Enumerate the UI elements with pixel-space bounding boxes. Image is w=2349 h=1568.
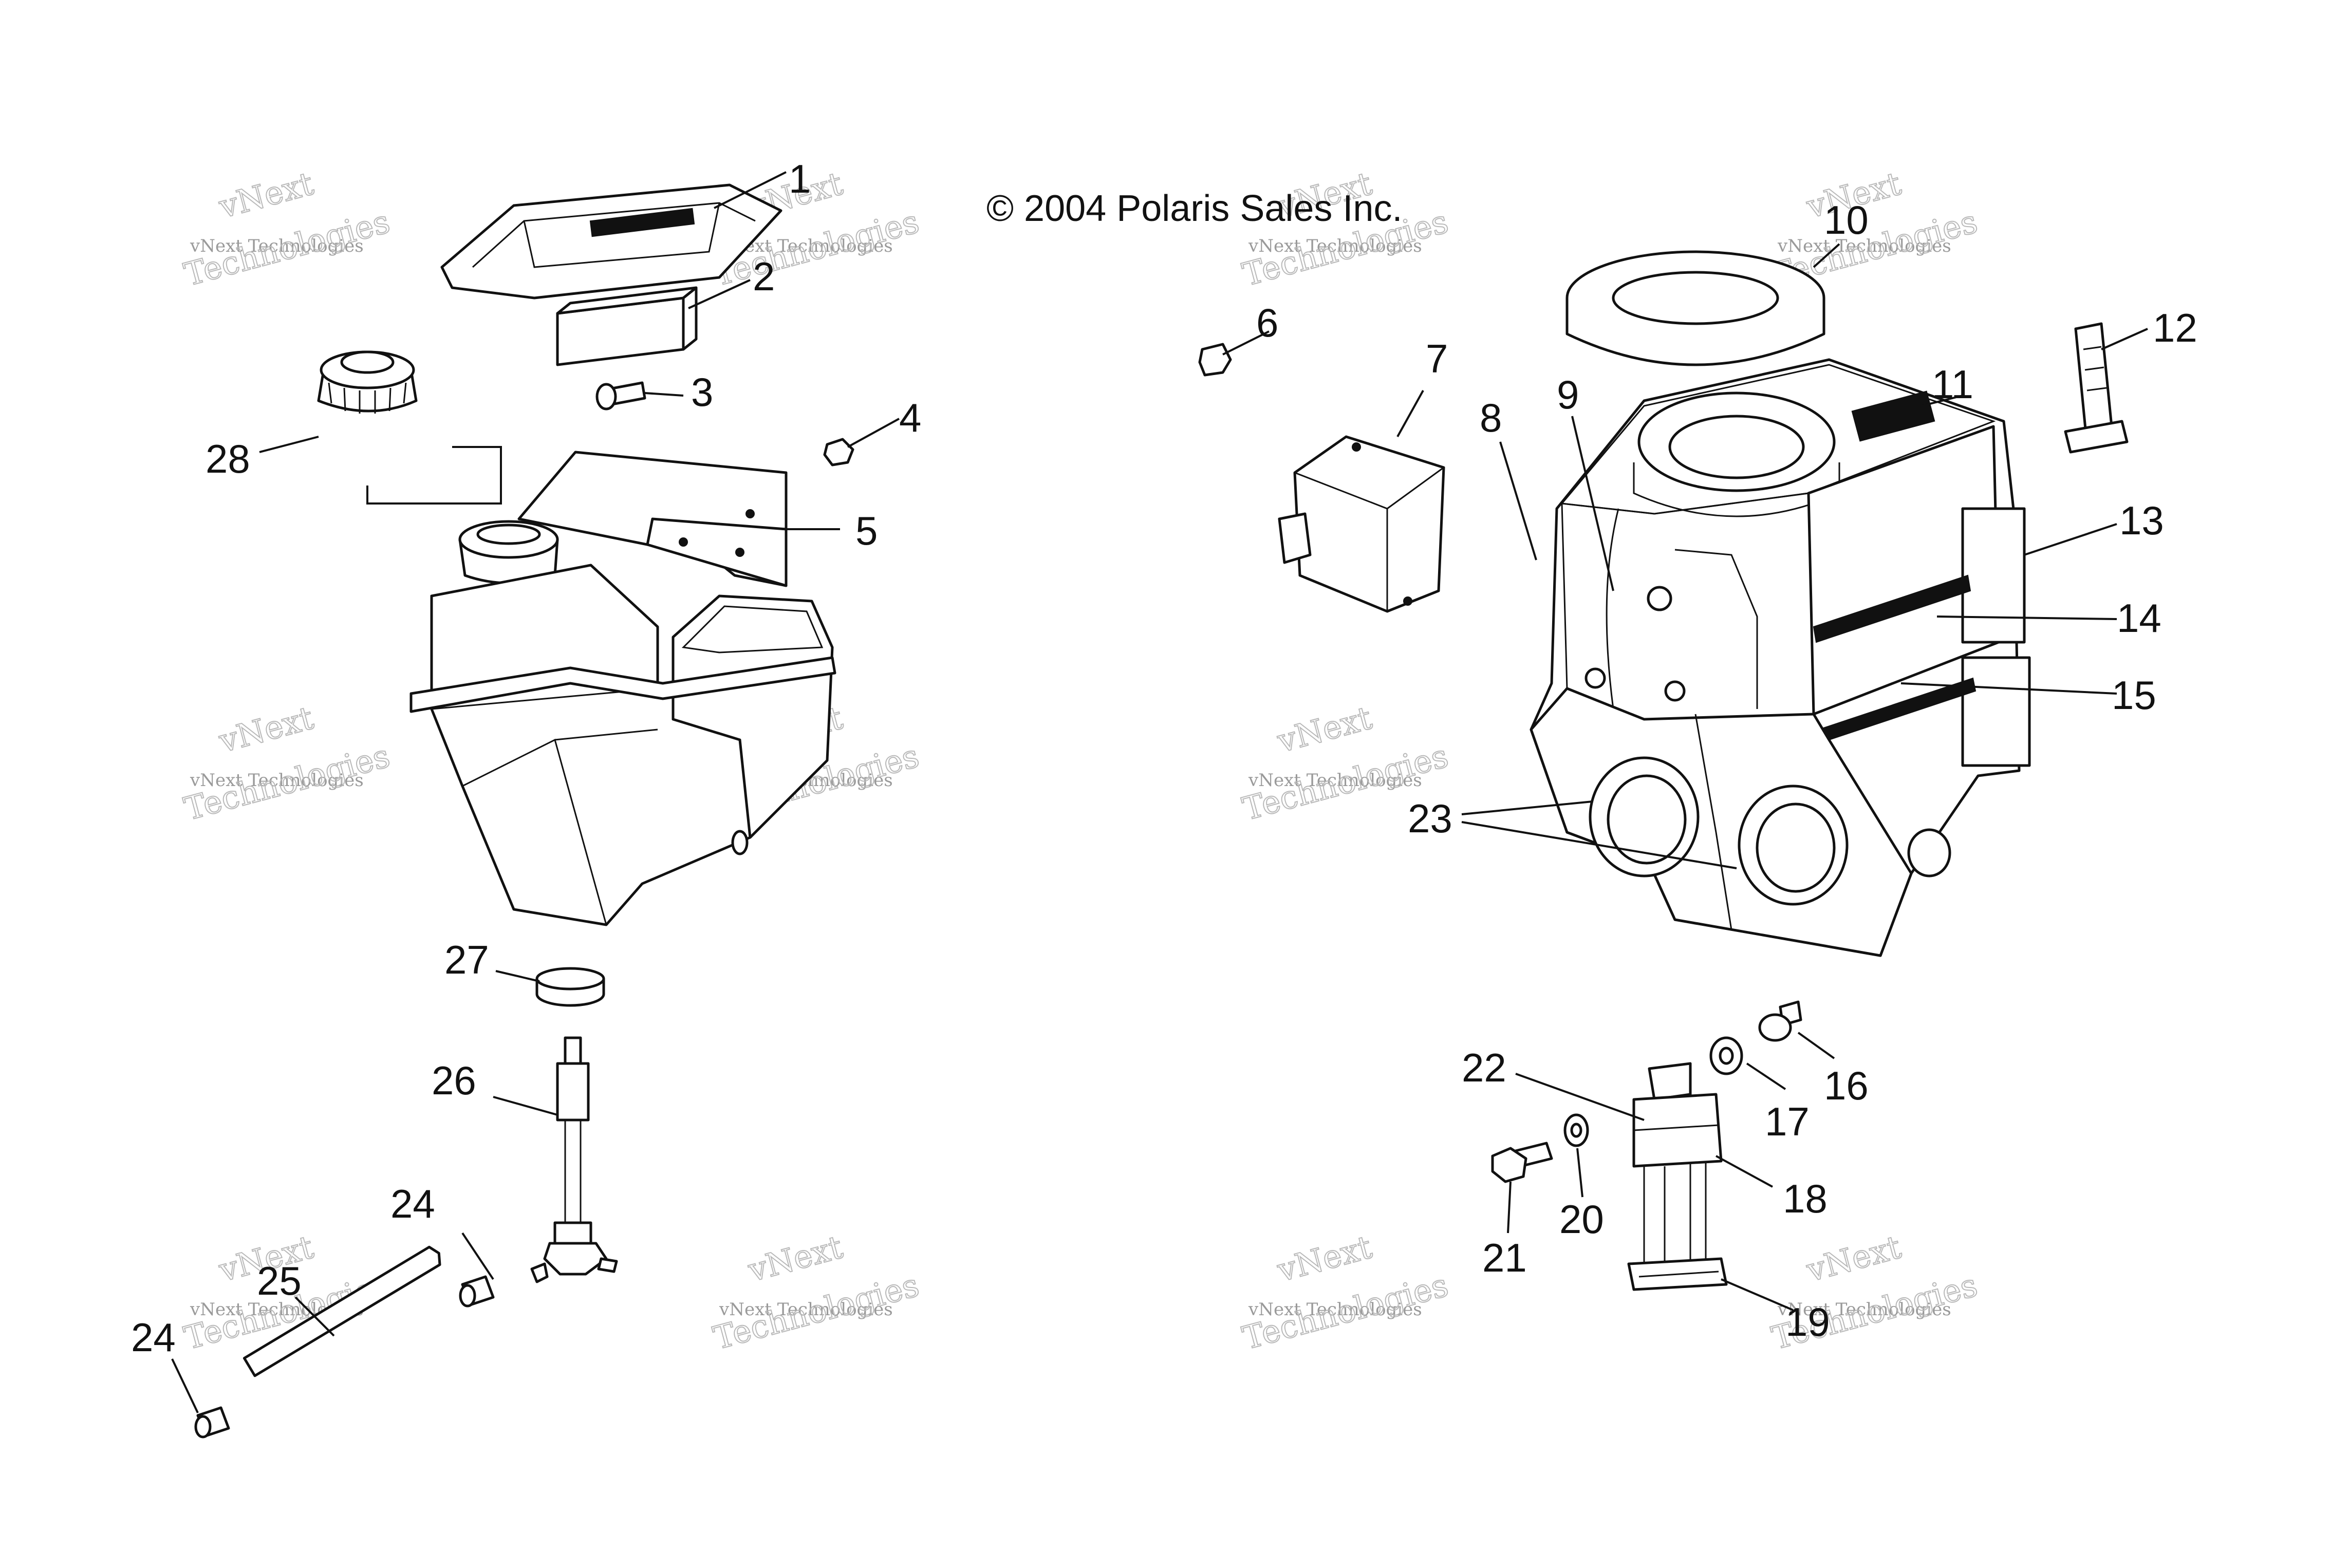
cap-bracket-line: [366, 446, 502, 505]
screw-6-part: [1198, 343, 1232, 377]
module-7-part: [1278, 435, 1445, 613]
callout-17: 17: [1765, 1099, 1810, 1144]
callout-14: 14: [2117, 595, 2161, 641]
screw-16-part: [1758, 1000, 1802, 1042]
callout-27: 27: [444, 937, 489, 982]
foam-ring-10-part: [1565, 250, 1825, 366]
callout-labels: 1 2 3 4 5 6 7 8 9 10 11 12 13 14 15 16 1…: [131, 156, 2197, 1360]
watermark-line1: vNext Technologies: [190, 236, 364, 256]
strap-19-part: [1627, 1257, 1728, 1291]
watermark-stamp: vNext: [1273, 1228, 1375, 1289]
callout-2: 2: [753, 254, 775, 299]
watermark-stamp: vNext: [215, 699, 317, 760]
reservoir-tank-part: [409, 451, 836, 926]
grommet-27-part: [535, 967, 605, 1007]
watermark: vNext vNext Technologies Technologies: [709, 1227, 923, 1357]
watermark: vNext vNext Technologies Technologies: [180, 698, 394, 828]
callout-26: 26: [432, 1058, 476, 1103]
washer-20-part: [1563, 1113, 1589, 1147]
callout-25: 25: [257, 1258, 302, 1303]
callout-13: 13: [2119, 498, 2164, 543]
airbox-part: [1530, 358, 2031, 957]
fill-cap-part: [317, 350, 418, 414]
watermark-stamp: vNext: [1273, 699, 1375, 760]
callout-8: 8: [1480, 395, 1502, 440]
tank-cover-part: [440, 183, 782, 300]
sensor-26-part: [530, 1036, 618, 1283]
bolt-3-part: [595, 381, 646, 410]
callout-28: 28: [206, 436, 250, 481]
bracket-18-part: [1632, 1062, 1723, 1264]
callout-22: 22: [1462, 1045, 1506, 1090]
callout-24-right: 24: [390, 1181, 435, 1226]
clip-12-part: [2064, 322, 2129, 454]
hose-25-part: [243, 1245, 441, 1377]
callout-18: 18: [1783, 1176, 1828, 1221]
callout-10: 10: [1824, 197, 1869, 242]
callout-23: 23: [1408, 796, 1452, 841]
callout-21: 21: [1482, 1235, 1527, 1280]
foam-block-part: [556, 286, 698, 366]
callout-19: 19: [1785, 1299, 1830, 1345]
watermark-stamp: vNext: [1802, 1228, 1905, 1289]
bolt-21-part: [1491, 1142, 1553, 1183]
callout-9: 9: [1557, 372, 1579, 417]
watermark-line1: vNext Technologies: [1777, 236, 1951, 256]
watermark-stamp: vNext: [744, 1228, 846, 1289]
callout-1: 1: [789, 156, 811, 201]
callout-20: 20: [1559, 1197, 1604, 1242]
callout-7: 7: [1426, 336, 1448, 381]
callout-24-left: 24: [131, 1315, 176, 1360]
watermark-line1: vNext Technologies: [1777, 1299, 1951, 1320]
watermark-line1: vNext Technologies: [719, 1299, 893, 1320]
callout-11: 11: [1932, 362, 1973, 407]
leader-lines: [171, 171, 2148, 1413]
watermark-stamp: vNext: [215, 164, 317, 226]
bushing-17-part: [1709, 1036, 1743, 1075]
watermark: vNext vNext Technologies Technologies: [1238, 1227, 1452, 1357]
watermark-line1: vNext Technologies: [1248, 1299, 1422, 1320]
callout-3: 3: [691, 369, 713, 415]
watermark: vNext vNext Technologies Technologies: [180, 164, 394, 294]
watermark-line1: vNext Technologies: [190, 770, 364, 791]
watermark-line1: vNext Technologies: [1248, 770, 1422, 791]
clamp-24-left-part: [194, 1406, 230, 1439]
copyright-text: © 2004 Polaris Sales Inc.: [986, 188, 1402, 229]
watermark-line1: vNext Technologies: [1248, 236, 1422, 256]
callout-6: 6: [1256, 300, 1278, 345]
callout-12: 12: [2153, 305, 2197, 350]
callout-4: 4: [899, 395, 921, 440]
callout-16: 16: [1824, 1063, 1869, 1108]
clamp-24-right-part: [459, 1275, 495, 1308]
nut-4-part: [823, 438, 854, 466]
callout-5: 5: [855, 508, 878, 553]
callout-15: 15: [2112, 673, 2156, 718]
